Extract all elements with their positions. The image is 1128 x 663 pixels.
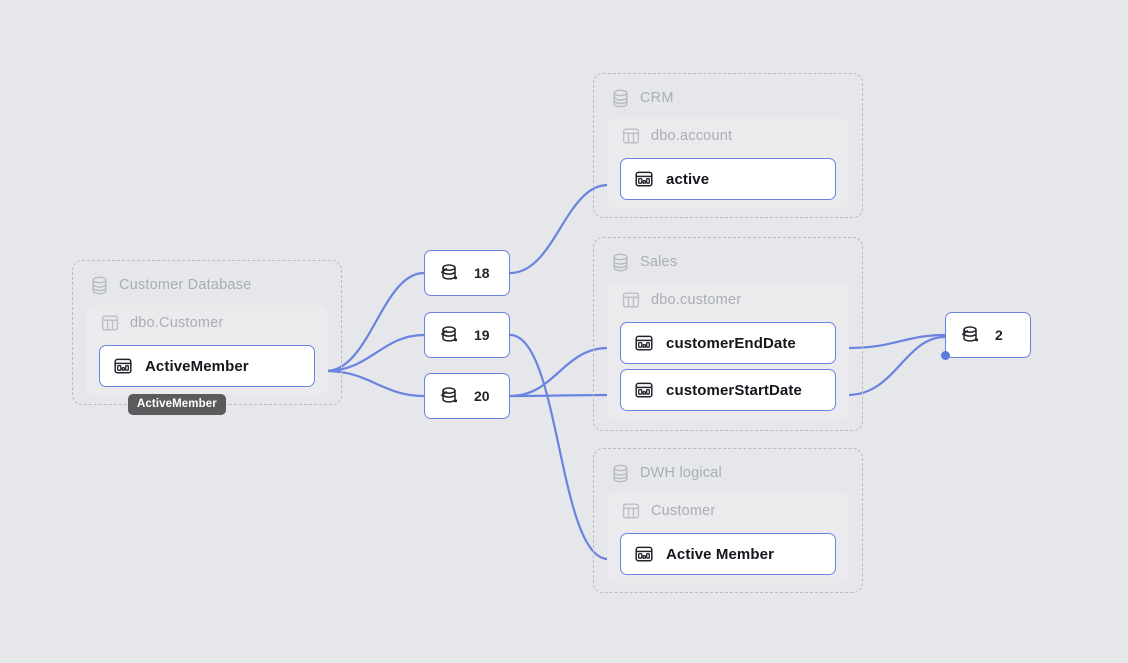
column-icon	[635, 171, 653, 187]
job-node-19[interactable]: 19	[424, 312, 510, 358]
table-icon	[622, 292, 640, 308]
group-title: Customer Database	[119, 277, 252, 293]
database-icon	[613, 89, 628, 107]
group-title: DWH logical	[640, 465, 722, 481]
table-header: dbo.Customer	[86, 305, 328, 341]
job-database-icon	[961, 326, 979, 342]
table-panel-customer-dwh[interactable]: Customer Active Member	[607, 493, 849, 583]
group-title: CRM	[640, 90, 674, 106]
table-icon	[622, 128, 640, 144]
group-customer-database[interactable]: Customer Database dbo.Customer	[72, 260, 342, 405]
job-database-icon	[440, 326, 458, 342]
job-database-icon	[440, 387, 458, 403]
table-title: dbo.Customer	[130, 315, 224, 331]
group-crm[interactable]: CRM dbo.account	[593, 73, 863, 218]
table-panel-dbo-account[interactable]: dbo.account active	[607, 118, 849, 208]
group-title: Sales	[640, 254, 678, 270]
connection-handle-node-2[interactable]	[941, 351, 950, 360]
group-sales[interactable]: Sales dbo.customer	[593, 237, 863, 431]
tooltip-activemember: ActiveMember	[128, 394, 226, 415]
job-node-20[interactable]: 20	[424, 373, 510, 419]
job-database-icon	[440, 264, 458, 280]
column-label: customerStartDate	[666, 381, 802, 399]
job-node-2[interactable]: 2	[945, 312, 1031, 358]
job-label: 20	[474, 388, 490, 404]
table-icon	[622, 503, 640, 519]
table-header: dbo.customer	[607, 282, 849, 318]
group-header: CRM	[594, 74, 862, 108]
tooltip-text: ActiveMember	[137, 398, 217, 410]
column-node-active-member[interactable]: Active Member	[620, 533, 836, 575]
column-node-customerenddate[interactable]: customerEndDate	[620, 322, 836, 364]
table-title: Customer	[651, 503, 716, 519]
column-icon	[635, 546, 653, 562]
job-label: 19	[474, 327, 490, 343]
column-label: customerEndDate	[666, 334, 796, 352]
job-label: 2	[995, 327, 1003, 343]
column-label: ActiveMember	[145, 357, 249, 375]
column-node-customerstartdate[interactable]: customerStartDate	[620, 369, 836, 411]
group-header: DWH logical	[594, 449, 862, 483]
table-title: dbo.account	[651, 128, 733, 144]
column-label: active	[666, 170, 710, 188]
table-header: Customer	[607, 493, 849, 529]
job-node-18[interactable]: 18	[424, 250, 510, 296]
column-node-activemember[interactable]: ActiveMember	[99, 345, 315, 387]
group-dwh-logical[interactable]: DWH logical Customer	[593, 448, 863, 593]
table-icon	[101, 315, 119, 331]
table-title: dbo.customer	[651, 292, 742, 308]
column-label: Active Member	[666, 545, 775, 563]
database-icon	[613, 464, 628, 482]
table-panel-dbo-customer-sales[interactable]: dbo.customer customerEndDate	[607, 282, 849, 419]
column-icon	[114, 358, 132, 374]
group-header: Sales	[594, 238, 862, 272]
table-panel-dbo-customer[interactable]: dbo.Customer ActiveMember	[86, 305, 328, 395]
database-icon	[92, 276, 107, 294]
database-icon	[613, 253, 628, 271]
column-icon	[635, 335, 653, 351]
job-label: 18	[474, 265, 490, 281]
column-node-active[interactable]: active	[620, 158, 836, 200]
table-header: dbo.account	[607, 118, 849, 154]
column-icon	[635, 382, 653, 398]
group-header: Customer Database	[73, 261, 341, 295]
